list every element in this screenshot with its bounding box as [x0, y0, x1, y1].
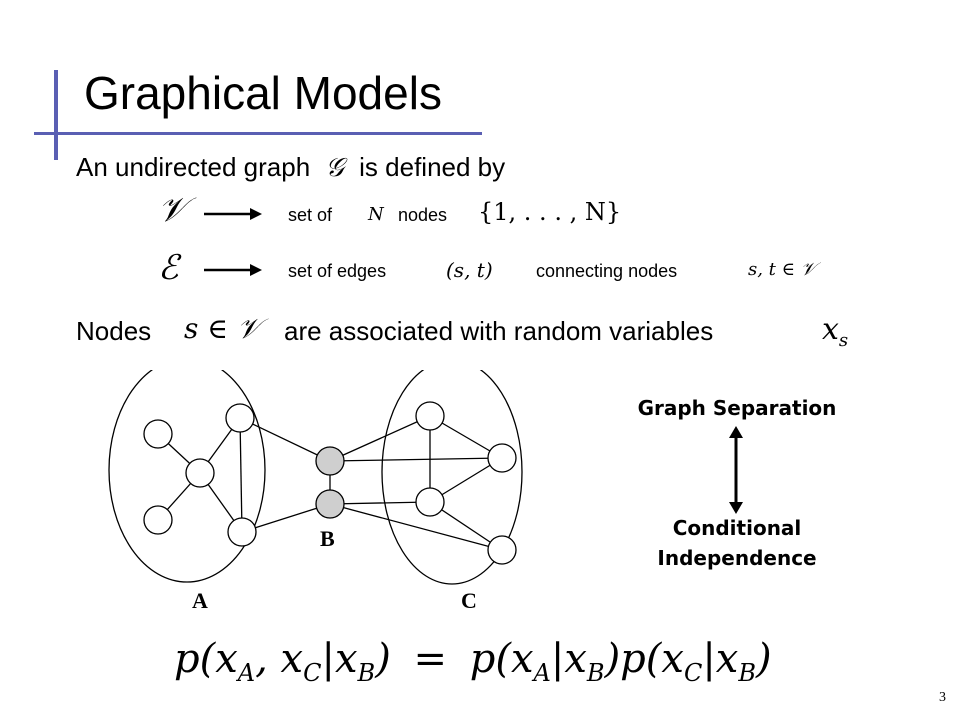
- graph-separation-diagram: B A C: [108, 370, 523, 613]
- title-accent-horizontal-bar: [34, 132, 482, 135]
- graph-node: [415, 487, 445, 517]
- random-variable: xs: [822, 312, 848, 351]
- vertex-text-1: set of: [288, 205, 333, 225]
- graph-node: [185, 458, 215, 488]
- equation-equals: =: [413, 636, 448, 682]
- equation-rhs: p(xA|xB)p(xC|xB): [469, 636, 772, 687]
- vertex-count-var: N: [368, 204, 384, 225]
- graph-separation-label: Graph Separation: [637, 396, 837, 420]
- conditional-independence-equation: p(xA, xC|xB) = p(xA|xB)p(xC|xB): [174, 636, 772, 687]
- graph-symbol: 𝒢: [325, 153, 344, 183]
- graph-node-shaded: [315, 489, 345, 519]
- cluster-c-ellipse: [381, 370, 523, 585]
- edge-set-symbol: ℰ: [158, 248, 179, 288]
- graph-node-shaded: [315, 446, 345, 476]
- title-accent-vertical-bar: [54, 70, 58, 160]
- nodes-text-1: Nodes: [76, 316, 152, 346]
- graph-node: [227, 517, 257, 547]
- slide-title: Graphical Models: [84, 67, 442, 119]
- cluster-a-label: A: [192, 588, 208, 613]
- vertex-arrow-icon: [204, 208, 262, 220]
- graph-node: [415, 401, 445, 431]
- graph-node: [143, 505, 173, 535]
- graph-node: [143, 419, 173, 449]
- vertex-text-2: nodes: [398, 205, 448, 225]
- cluster-c-label: C: [461, 588, 477, 613]
- graph-node: [225, 403, 255, 433]
- edge-pair: (s, t): [446, 258, 493, 282]
- edge-text-1: set of edges: [288, 261, 387, 281]
- page-number: 3: [939, 690, 946, 705]
- conditional-label-line1: Conditional: [672, 516, 802, 540]
- intro-text-before: An undirected graph: [76, 152, 311, 182]
- conditional-label-line2: Independence: [657, 546, 817, 570]
- nodes-membership: s ∈ 𝒱: [184, 312, 261, 345]
- nodes-text-2: are associated with random variables: [284, 316, 714, 346]
- edge-arrow-icon: [204, 264, 262, 276]
- graph-node: [487, 535, 517, 565]
- random-variable-subscript: s: [838, 330, 849, 351]
- cluster-a-ellipse: [108, 370, 266, 583]
- equation-lhs: p(xA, xC|xB): [174, 636, 391, 687]
- edge-membership: s, t ∈ 𝒱: [748, 259, 816, 280]
- edge-text-2: connecting nodes: [536, 261, 678, 281]
- intro-text-after: is defined by: [359, 152, 506, 182]
- vertex-index-set: {1, . . . , N}: [478, 198, 622, 226]
- vertex-set-symbol: 𝒱: [158, 190, 187, 230]
- intro-line: An undirected graph 𝒢 is defined by: [76, 152, 505, 184]
- cluster-b-label: B: [320, 526, 335, 551]
- random-variable-base: x: [822, 312, 839, 347]
- graph-node: [487, 443, 517, 473]
- double-arrow-icon: [729, 426, 743, 514]
